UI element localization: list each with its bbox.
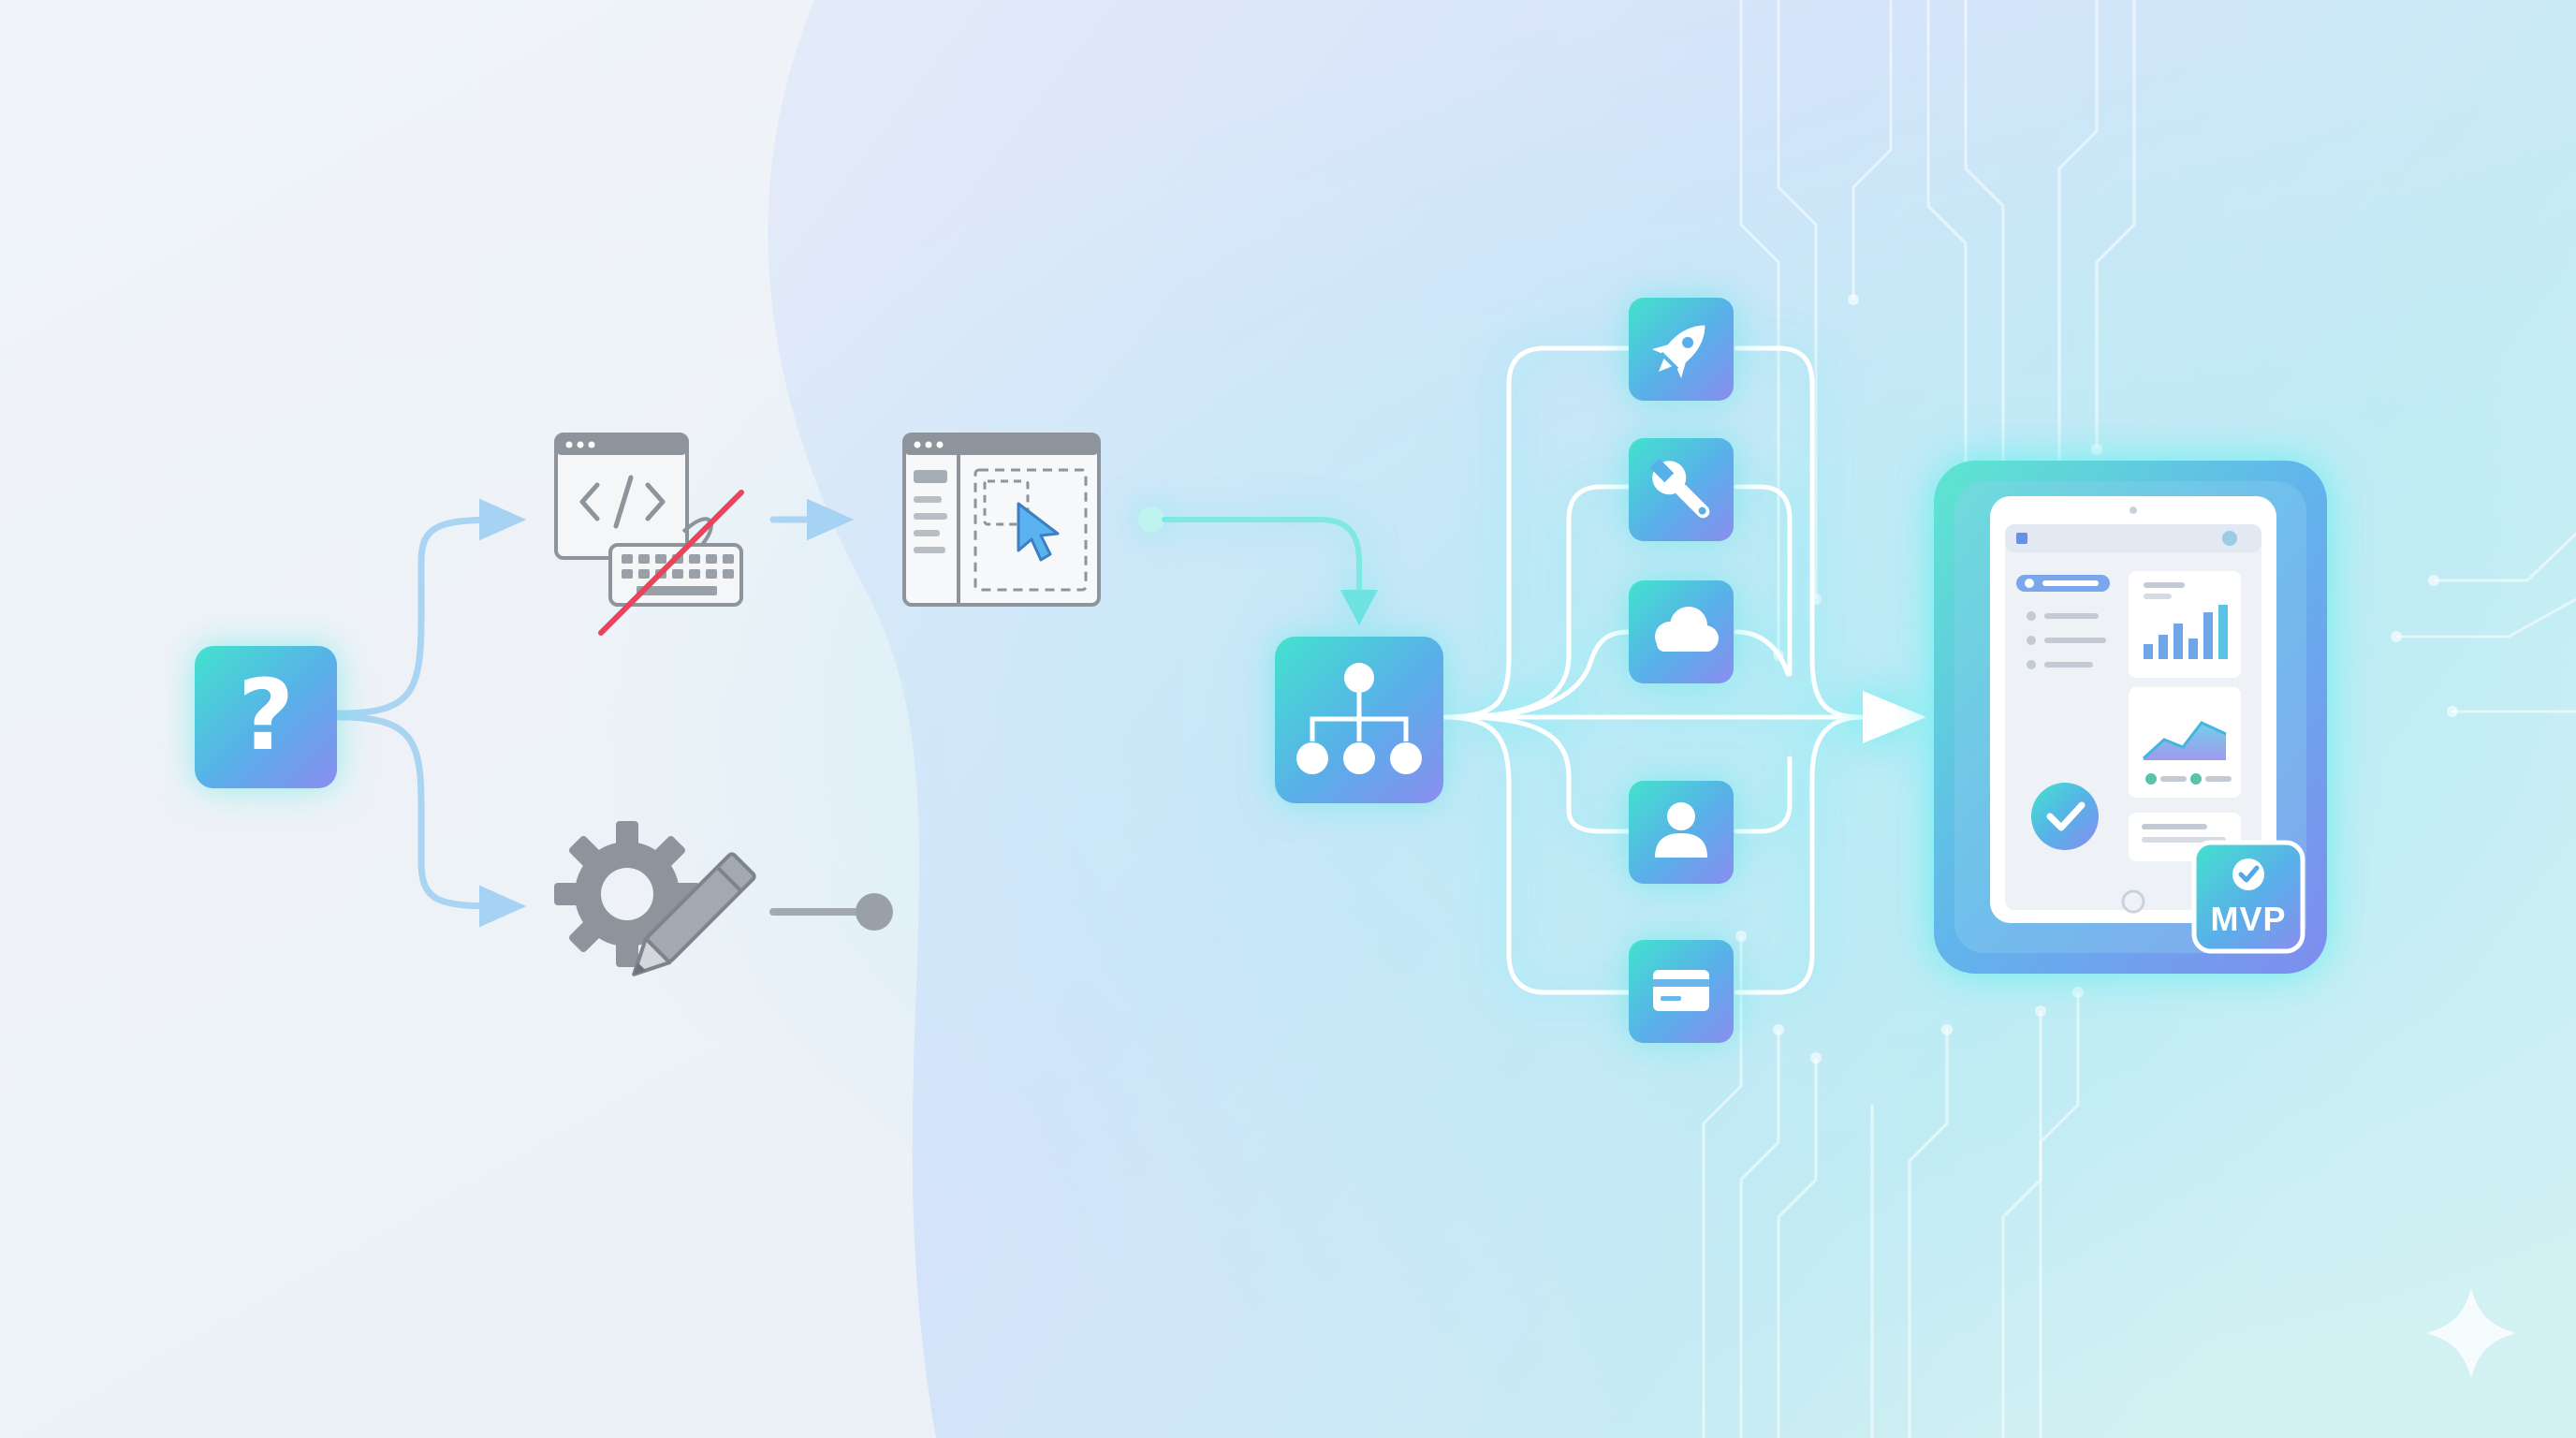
mvp-label: MVP (2210, 900, 2286, 938)
module-tile-card (1629, 940, 1734, 1043)
code-window-keyboard-icon (554, 433, 744, 636)
dead-end-connector (769, 893, 893, 931)
rocket-icon (1651, 325, 1705, 379)
gear-pencil-icon (554, 821, 756, 976)
start-tile: ? (195, 646, 337, 788)
user-icon (1655, 802, 1707, 858)
sitemap-hierarchy-icon (1296, 663, 1422, 774)
credit-card-icon (1653, 970, 1709, 1011)
connector-builder-to-hub (1138, 506, 1378, 625)
cloud-icon (1655, 607, 1719, 652)
cross-out-line (598, 490, 744, 636)
mvp-badge: MVP (2191, 840, 2305, 954)
question-mark-icon: ? (238, 658, 294, 772)
tablet-dashboard-icon (1990, 496, 2276, 923)
sparkle-icon (2426, 1288, 2516, 1378)
wrench-icon (1649, 458, 1710, 519)
hub-tile (1275, 637, 1443, 803)
check-circle-icon (2031, 783, 2099, 850)
branch-connectors (335, 498, 527, 928)
module-tile-user (1629, 781, 1734, 884)
module-tile-rocket (1629, 298, 1734, 401)
module-tile-wrench (1629, 438, 1734, 541)
mouse-cursor-icon (1017, 502, 1060, 562)
module-output-arrowhead (1863, 691, 1926, 743)
drag-and-drop-builder-icon (902, 433, 1101, 607)
module-tile-cloud (1629, 580, 1734, 683)
